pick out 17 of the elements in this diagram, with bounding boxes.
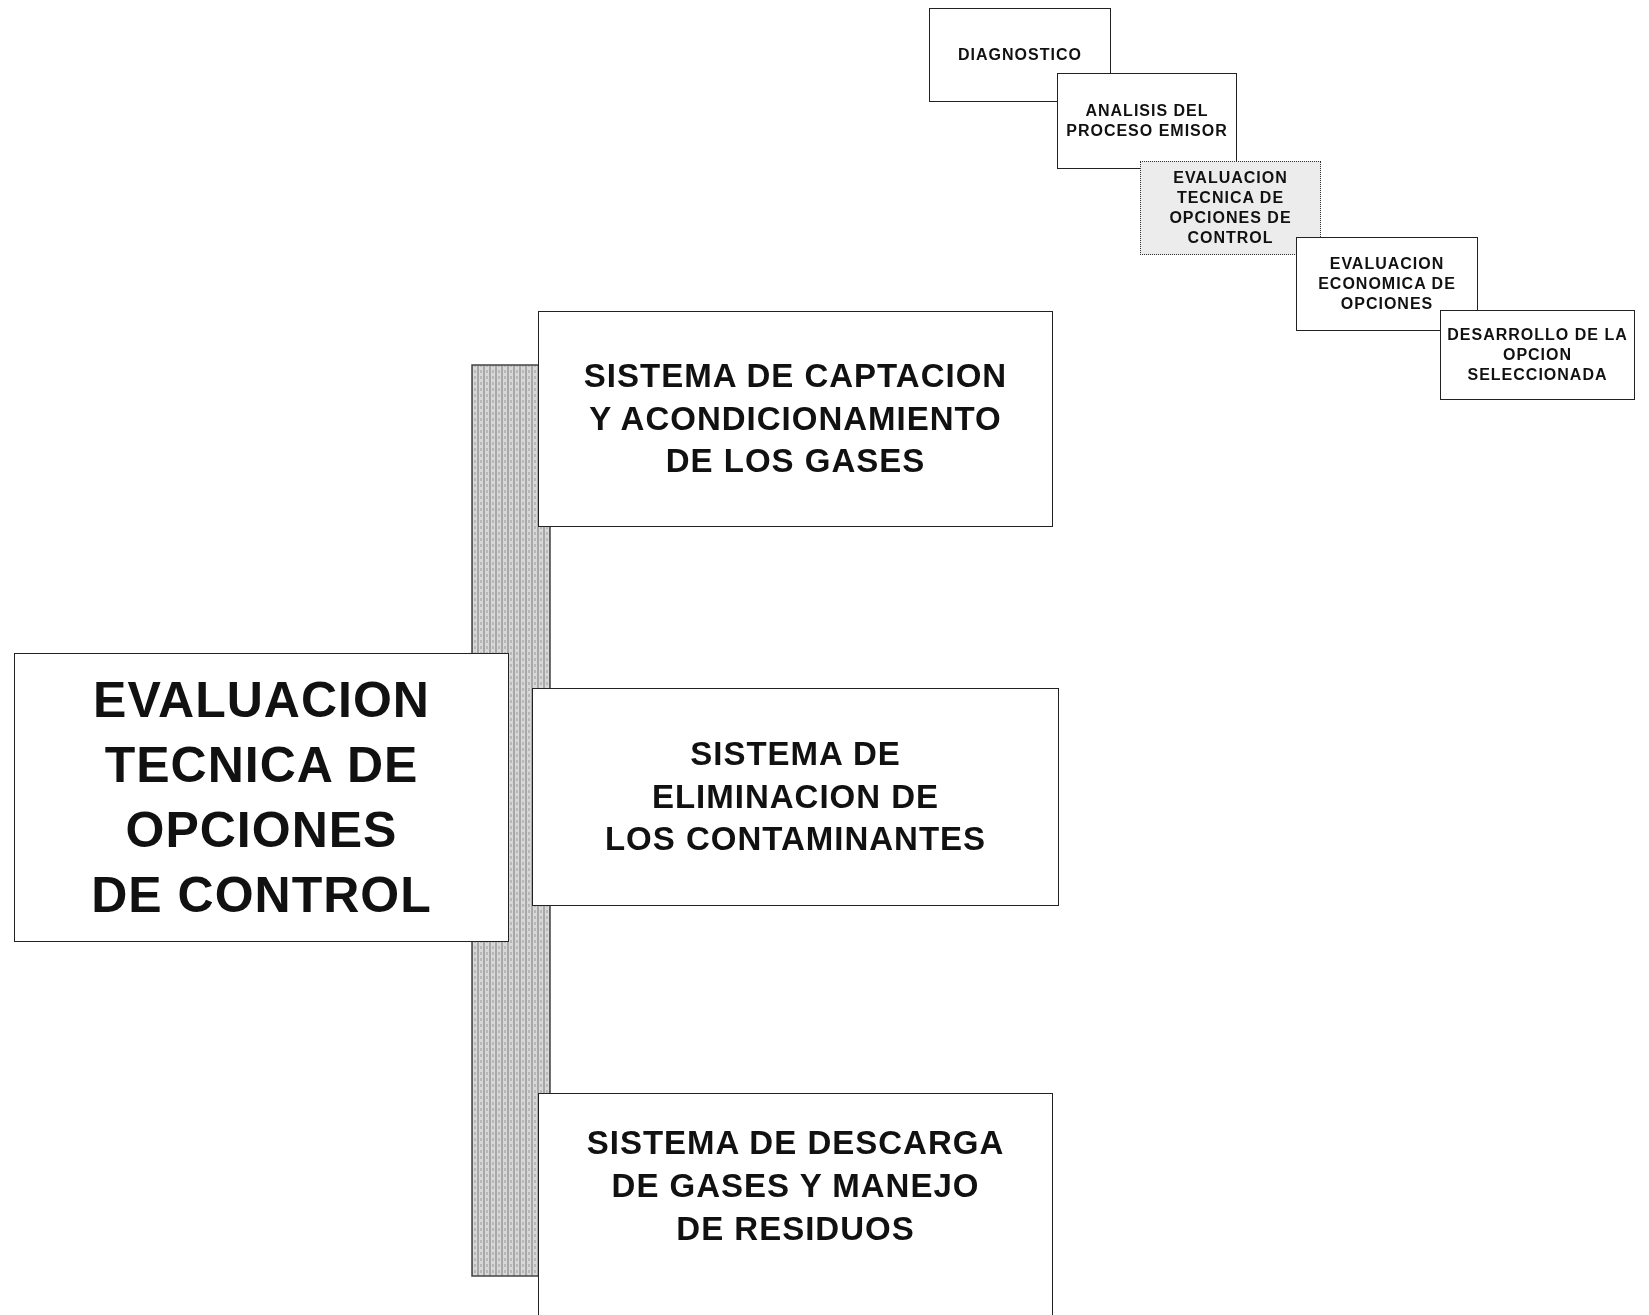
node-label: SISTEMA DE DESCARGA DE GASES Y MANEJO DE RESIDUOS — [585, 1123, 1006, 1249]
node-label: EVALUACION TECNICA DE OPCIONES DE CONTROL — [90, 670, 433, 925]
step-box — [1140, 161, 1321, 255]
step-box — [1440, 310, 1635, 400]
node-label: DIAGNOSTICO — [958, 45, 1082, 65]
step-box — [1057, 73, 1237, 169]
node-label: EVALUACION ECONOMICA DE OPCIONES — [1317, 254, 1457, 314]
system-box — [532, 688, 1059, 906]
node-label: DESARROLLO DE LA OPCION SELECCIONADA — [1446, 325, 1629, 385]
node-label: SISTEMA DE ELIMINACION DE LOS CONTAMINANTES — [603, 733, 988, 860]
system-box — [538, 1093, 1053, 1315]
main-title-box — [14, 653, 509, 942]
node-label: SISTEMA DE CAPTACION Y ACONDICIONAMIENTO DE LOS GASES — [582, 355, 1009, 482]
system-box — [538, 311, 1053, 527]
node-label: EVALUACION TECNICA DE OPCIONES DE CONTROL — [1168, 168, 1293, 248]
node-label: ANALISIS DEL PROCESO EMISOR — [1065, 101, 1229, 141]
step-box — [929, 8, 1111, 102]
